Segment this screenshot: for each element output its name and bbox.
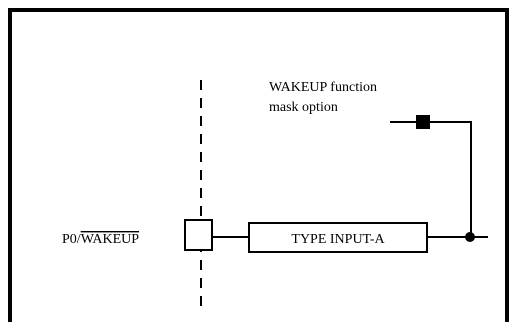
pin-label-prefix: P0/ — [62, 232, 81, 247]
pin-pad — [184, 219, 213, 251]
mask-option-square — [416, 115, 430, 129]
annotation-line-2: mask option — [269, 100, 338, 115]
annotation-line-1: WAKEUP function — [269, 80, 377, 95]
block-label: TYPE INPUT-A — [291, 232, 385, 247]
outer-border — [8, 8, 509, 322]
pin-label: P0/WAKEUP — [62, 232, 139, 247]
pin-label-overlined: WAKEUP — [81, 232, 140, 247]
